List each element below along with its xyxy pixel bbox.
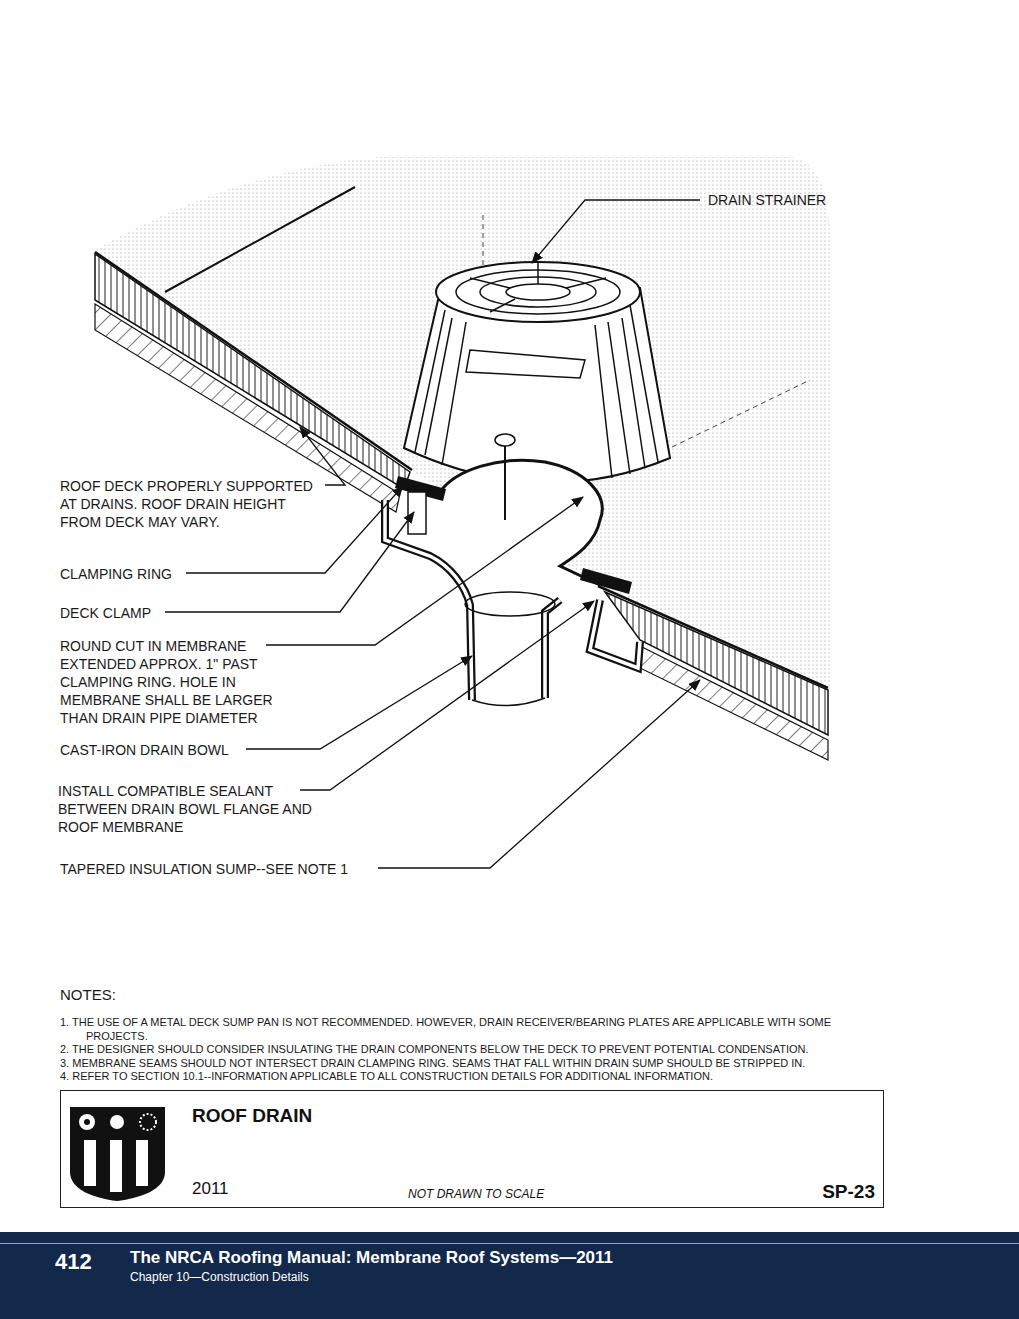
callout-label: TAPERED INSULATION SUMP--SEE NOTE 1 — [60, 860, 348, 878]
callout-label: ROOF DECK PROPERLY SUPPORTED AT DRAINS. … — [60, 477, 328, 531]
notes-heading: NOTES: — [60, 986, 116, 1004]
footer-rule — [0, 1243, 1019, 1244]
callout-label: INSTALL COMPATIBLE SEALANT BETWEEN DRAIN… — [58, 782, 313, 836]
page-number: 412 — [55, 1249, 92, 1275]
drawing-year: 2011 — [192, 1179, 229, 1199]
detail-number: SP-23 — [822, 1181, 875, 1203]
note-text: 1. THE USE OF A METAL DECK SUMP PAN IS N… — [60, 1016, 895, 1043]
note-text: 4. REFER TO SECTION 10.1--INFORMATION AP… — [60, 1070, 895, 1084]
callout-label: CLAMPING RING — [60, 565, 172, 583]
notes-list: 1. THE USE OF A METAL DECK SUMP PAN IS N… — [60, 1016, 895, 1084]
note-text: 2. THE DESIGNER SHOULD CONSIDER INSULATI… — [60, 1043, 895, 1057]
book-title: The NRCA Roofing Manual: Membrane Roof S… — [130, 1248, 613, 1268]
callout-label: ROUND CUT IN MEMBRANE EXTENDED APPROX. 1… — [60, 637, 288, 727]
chapter-title: Chapter 10—Construction Details — [130, 1270, 309, 1284]
drawing-title: ROOF DRAIN — [192, 1105, 312, 1127]
callout-label: DRAIN STRAINER — [708, 191, 826, 209]
footer-band: 412 The NRCA Roofing Manual: Membrane Roo… — [0, 1232, 1019, 1319]
scale-note: NOT DRAWN TO SCALE — [408, 1187, 544, 1201]
callout-label: CAST-IRON DRAIN BOWL — [60, 741, 229, 759]
callout-label: DECK CLAMP — [60, 604, 151, 622]
title-block: ROOF DRAIN 2011 NOT DRAWN TO SCALE SP-23 — [60, 1090, 884, 1208]
note-text: 3. MEMBRANE SEAMS SHOULD NOT INTERSECT D… — [60, 1057, 895, 1071]
